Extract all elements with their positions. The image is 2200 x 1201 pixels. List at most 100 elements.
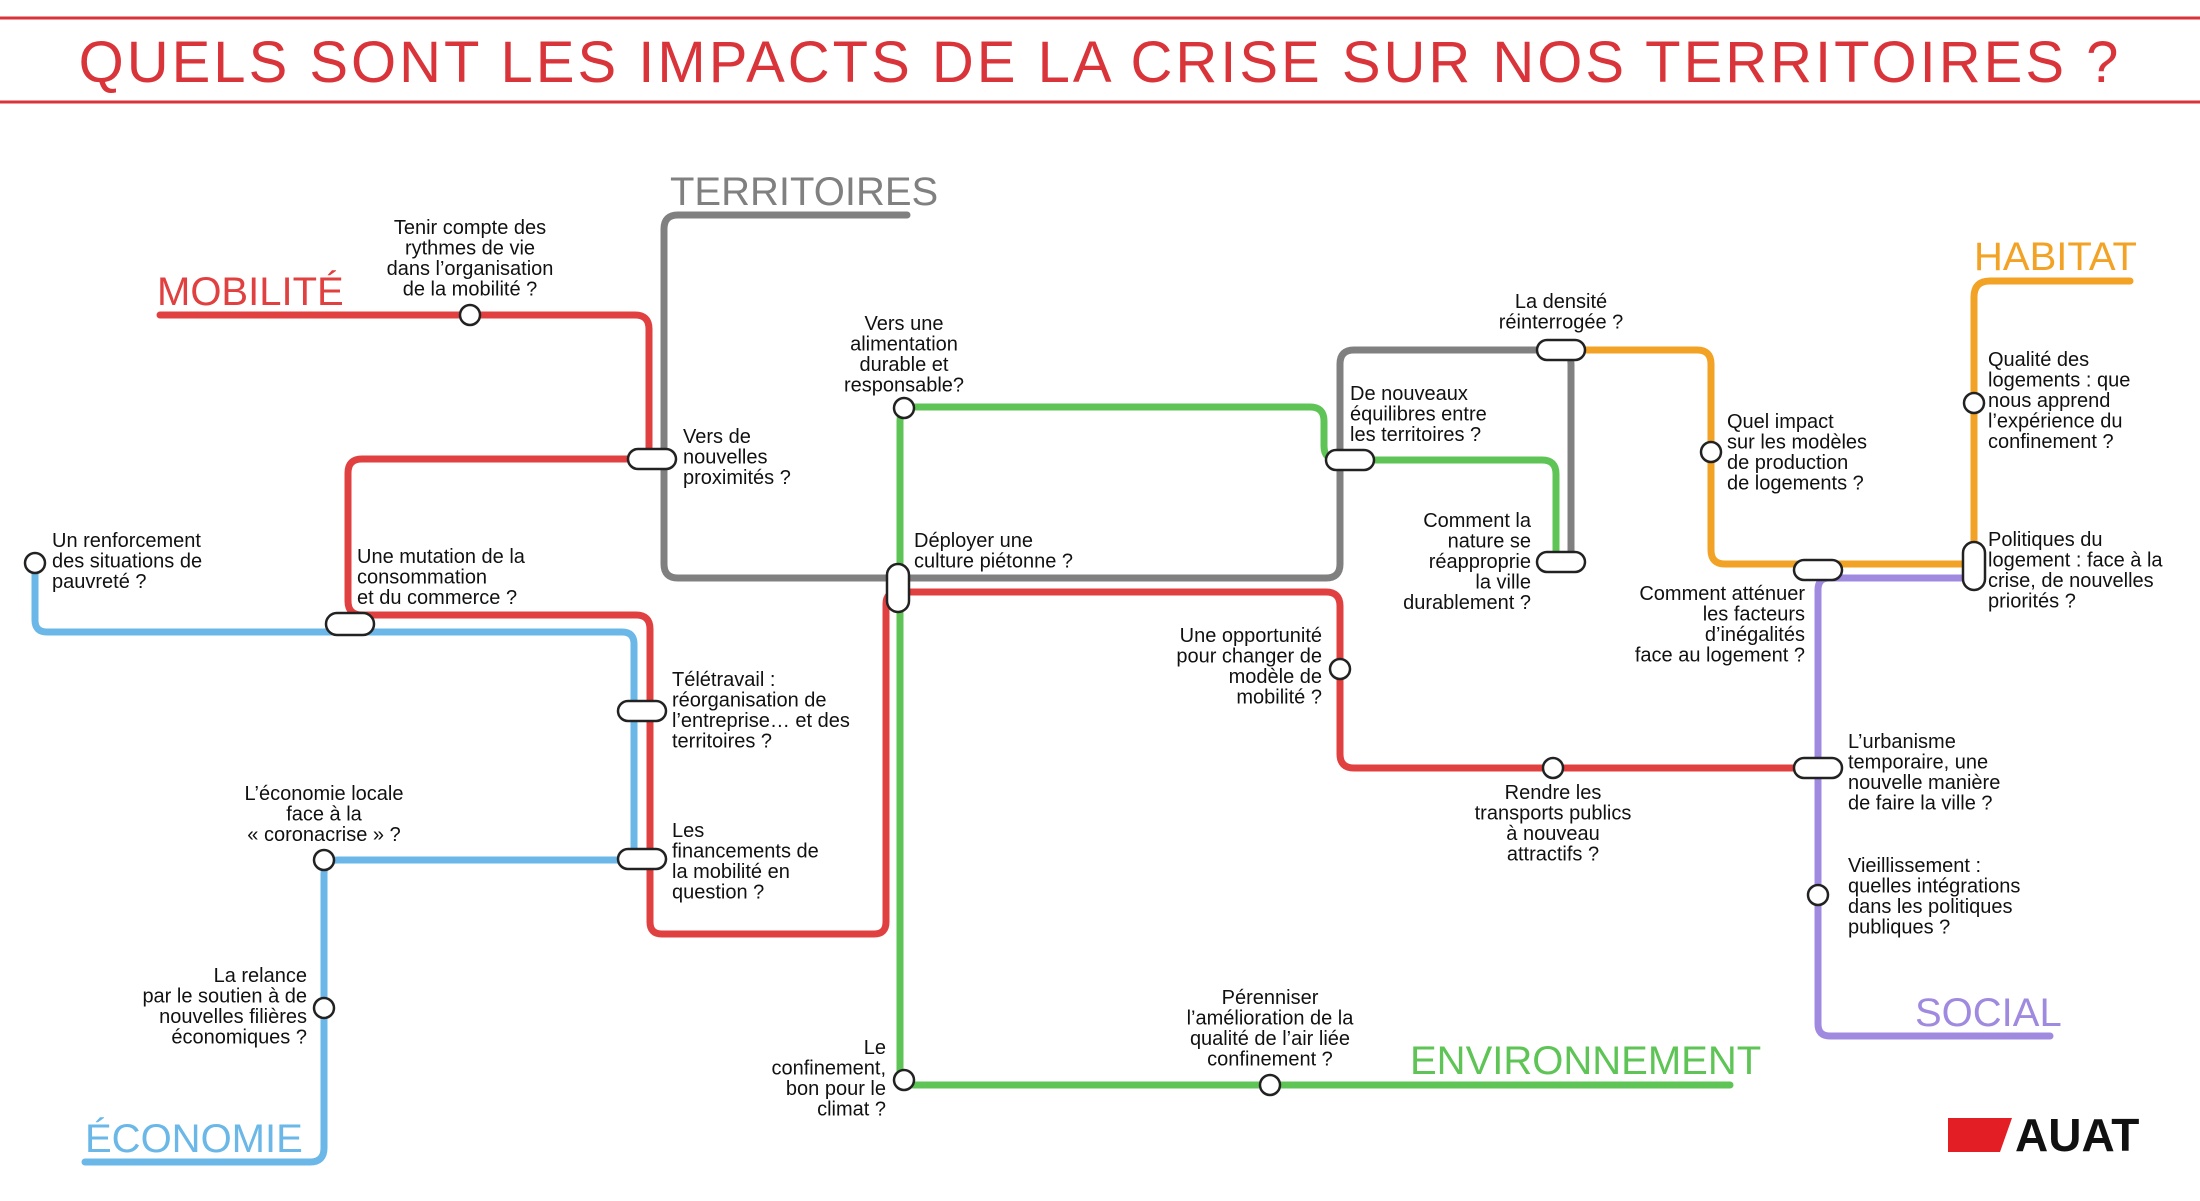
stop-transports (1541, 756, 1565, 780)
stop-label-line: modèle de (1229, 666, 1322, 688)
interchange-nature (1535, 550, 1587, 574)
stop-alimentation (892, 396, 916, 420)
stop-label-line: les territoires ? (1350, 424, 1481, 446)
stop-label-line: confinement, (771, 1058, 886, 1080)
line-label-environnement: ENVIRONNEMENT (1410, 1039, 1761, 1083)
stop-label-line: des situations de (52, 551, 202, 573)
stop-modeles-logements (1699, 440, 1723, 464)
stop-label-line: crise, de nouvelles (1988, 570, 2154, 592)
environnement-route (896, 403, 1734, 1089)
stop-label-line: Un renforcement (52, 530, 201, 552)
stop-label-line: publiques ? (1848, 917, 1950, 939)
interchange-densite (1535, 338, 1587, 362)
stop-label-line: rythmes de vie (405, 238, 535, 260)
stop-label-line: par le soutien à de (142, 986, 307, 1008)
stop-label-line: Quel impact (1727, 411, 1834, 433)
stop-label-line: De nouveaux (1350, 383, 1468, 405)
stop-label-line: de production (1727, 452, 1848, 474)
stop-rythmes (458, 303, 482, 327)
stop-label-line: dans les politiques (1848, 896, 2013, 918)
stop-label-line: nouvelles filières (159, 1006, 307, 1028)
stop-label-line: confinement ? (1207, 1049, 1333, 1071)
stop-label-line: logement : face à la (1988, 550, 2163, 572)
interchange-inegalites (1792, 558, 1844, 582)
stop-label-line: La densité (1515, 291, 1607, 313)
stop-label-line: dans l’organisation (387, 258, 554, 280)
stop-label-line: d’inégalités (1705, 624, 1805, 646)
stop-label-line: face au logement ? (1635, 645, 1805, 667)
interchange-equilibres (1324, 448, 1376, 472)
stop-label-line: Tenir compte des (394, 217, 546, 239)
stop-label-line: Rendre les (1505, 782, 1602, 804)
interchange-consommation (324, 611, 376, 637)
stop-label-line: la mobilité en (672, 861, 790, 883)
stop-opportunite (1328, 657, 1352, 681)
interchange-proximites (626, 447, 678, 471)
stop-label-line: Comment la (1423, 510, 1532, 532)
stop-label-line: Télétravail : (672, 669, 775, 691)
stop-label-line: L’économie locale (245, 783, 404, 805)
stop-label-line: la ville (1475, 572, 1531, 594)
auat-logo-text: AUAT (2015, 1109, 2139, 1161)
mobilite-route (156, 311, 1824, 938)
stop-label-line: bon pour le (786, 1078, 886, 1100)
stop-label-line: Comment atténuer (1639, 583, 1805, 605)
stop-label-line: Vers de (683, 426, 751, 448)
stop-label-line: de la mobilité ? (403, 279, 538, 301)
stop-label-line: à nouveau (1506, 823, 1599, 845)
stop-label-line: Les (672, 820, 704, 842)
stop-label-line: mobilité ? (1236, 687, 1322, 709)
line-label-mobilite: MOBILITÉ (157, 269, 344, 314)
stop-label-line: Qualité des (1988, 349, 2089, 371)
stop-label-line: réinterrogée ? (1499, 312, 1624, 334)
auat-logo: AUAT (1948, 1109, 2139, 1161)
stop-label-line: responsable? (844, 375, 964, 397)
stop-label-line: de logements ? (1727, 473, 1864, 495)
stop-label-line: logements : que (1988, 370, 2130, 392)
stop-label-line: « coronacrise » ? (247, 824, 400, 846)
stop-label-line: climat ? (817, 1099, 886, 1121)
stop-qualite-logements (1962, 391, 1986, 415)
stop-label-line: culture piétonne ? (914, 551, 1073, 573)
line-label-social: SOCIAL (1915, 991, 2062, 1035)
stop-label-line: réorganisation de (672, 690, 827, 712)
habitat-route (1556, 277, 2134, 568)
stop-label-line: durablement ? (1403, 592, 1531, 614)
stop-label-line: alimentation (850, 334, 958, 356)
stop-label-line: territoires ? (672, 731, 772, 753)
stop-label-line: Une opportunité (1180, 625, 1322, 647)
interchange-financements (616, 847, 668, 871)
stop-economie-locale (312, 848, 336, 872)
line-label-habitat: HABITAT (1974, 235, 2137, 279)
stop-label-line: Pérenniser (1222, 987, 1319, 1009)
stop-label-line: Politiques du (1988, 529, 2103, 551)
stop-label-line: économiques ? (171, 1027, 307, 1049)
stop-label-line: pauvreté ? (52, 571, 147, 593)
stop-label-line: nature se (1448, 531, 1531, 553)
stop-pauvrete (23, 551, 47, 575)
stop-label-line: temporaire, une (1848, 752, 1988, 774)
stop-label-line: transports publics (1475, 803, 1632, 825)
interchange-politiques-logement (1961, 540, 1987, 592)
stop-label-line: Vieillissement : (1848, 855, 1981, 877)
